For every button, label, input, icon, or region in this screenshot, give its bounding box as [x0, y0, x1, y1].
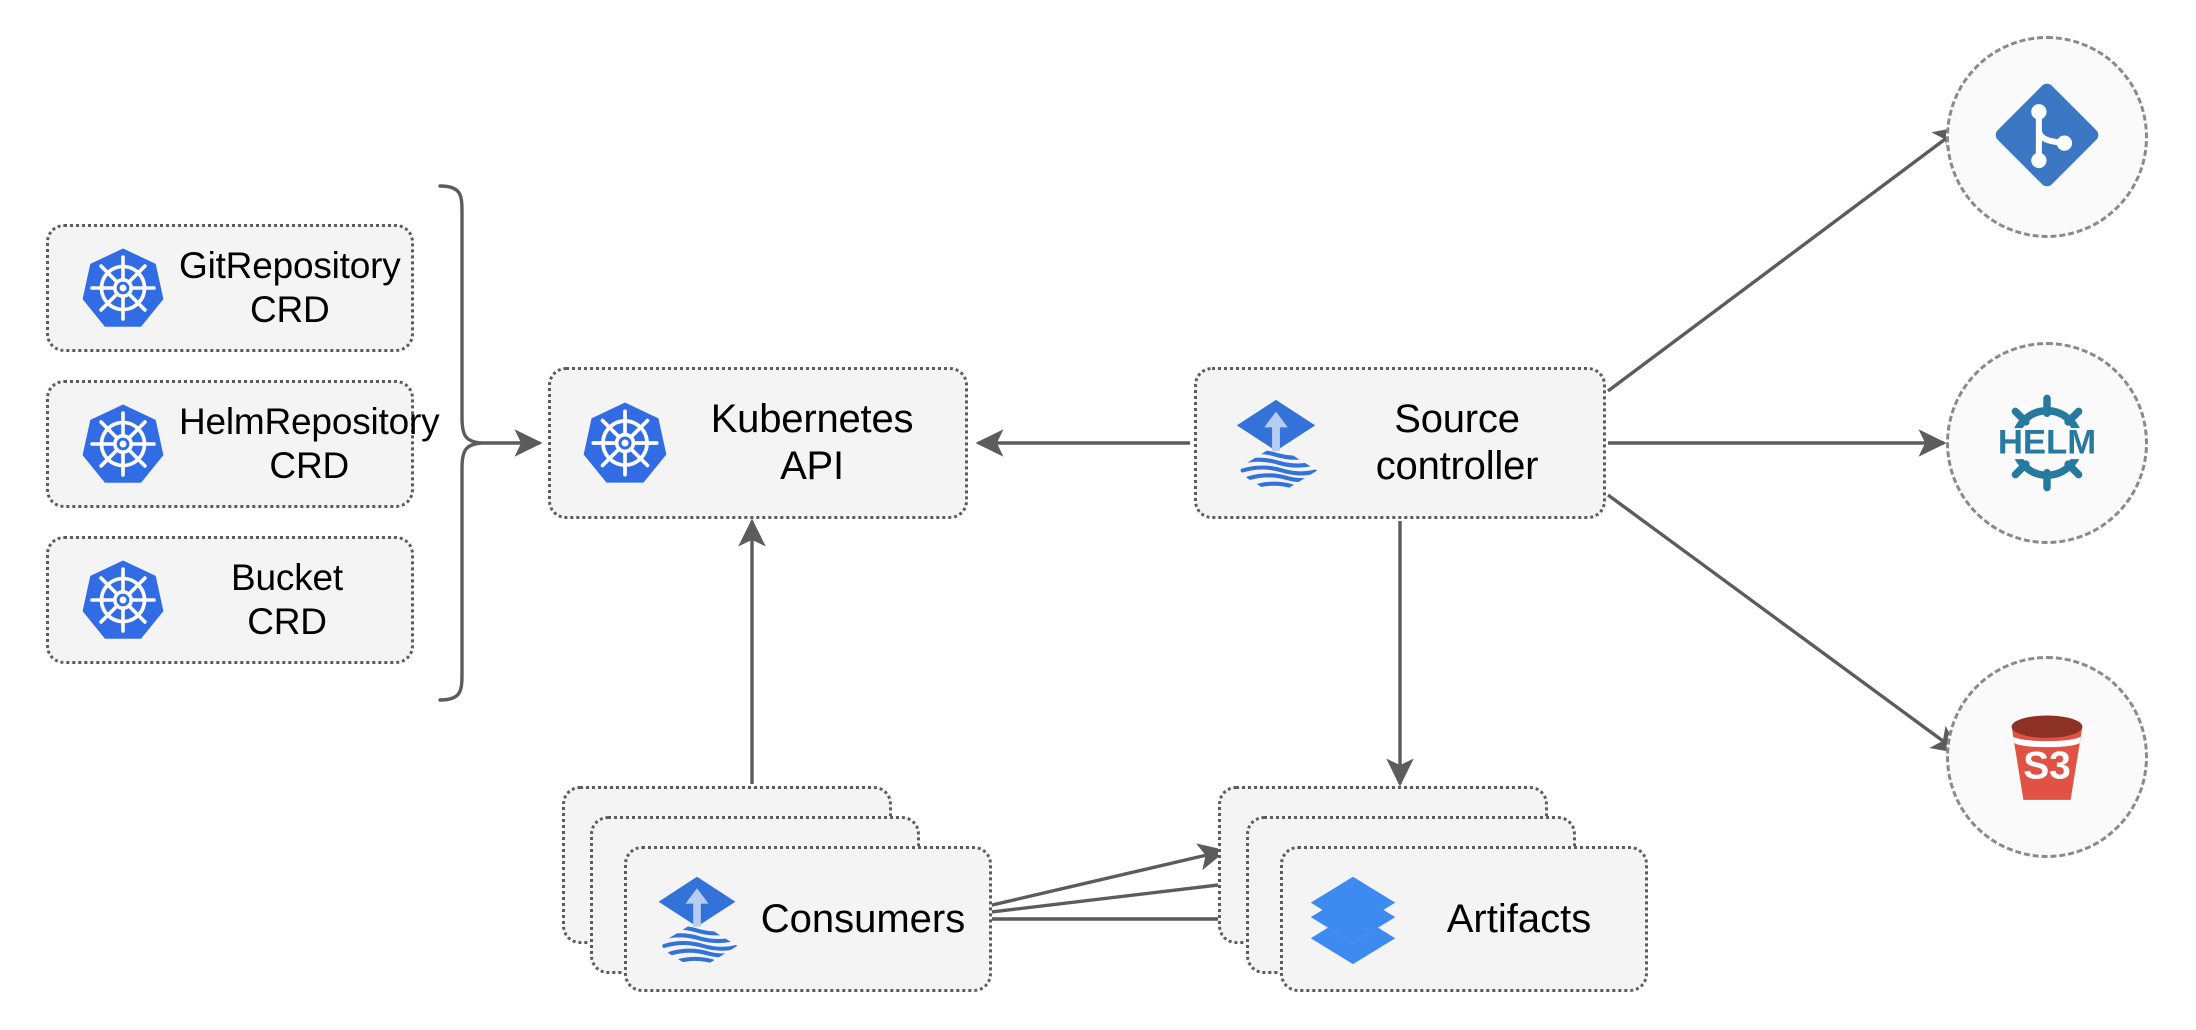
s3-icon: S3: [1988, 696, 2106, 819]
stack-layer-front[interactable]: Artifacts: [1280, 846, 1648, 992]
edge-source-to-s3: [1606, 493, 1961, 754]
kubernetes-icon: [67, 245, 179, 331]
kubernetes-icon: [573, 399, 677, 487]
node-label: Source controller: [1375, 396, 1539, 488]
helm-icon: HELM: [1985, 381, 2109, 505]
flux-icon: [1221, 394, 1331, 492]
s3-wordmark: S3: [2023, 744, 2071, 787]
flux-icon: [643, 871, 751, 967]
node-gitrepository-crd[interactable]: GitRepository CRD: [46, 224, 414, 352]
layers-icon: [1299, 871, 1407, 967]
node-label: GitRepository CRD: [179, 245, 401, 330]
node-artifacts-stack[interactable]: Artifacts: [1218, 786, 1648, 992]
node-label: Kubernetes API: [710, 396, 914, 488]
node-label: HelmRepository CRD: [179, 401, 440, 486]
node-kubernetes-api[interactable]: Kubernetes API: [548, 367, 968, 519]
node-label: Consumers: [760, 896, 966, 941]
node-source-controller[interactable]: Source controller: [1194, 367, 1606, 519]
external-s3-bucket[interactable]: S3: [1946, 656, 2148, 858]
node-bucket-crd[interactable]: Bucket CRD: [46, 536, 414, 664]
kubernetes-icon: [67, 557, 179, 643]
kubernetes-icon: [67, 401, 179, 487]
external-helm-repository[interactable]: HELM: [1946, 342, 2148, 544]
git-icon: [1989, 77, 2105, 198]
edge-source-to-git: [1606, 126, 1963, 393]
stack-layer-front[interactable]: Consumers: [624, 846, 992, 992]
node-label: Artifacts: [1446, 896, 1592, 941]
node-consumers-stack[interactable]: Consumers: [562, 786, 992, 992]
external-git-repository[interactable]: [1946, 36, 2148, 238]
helm-wordmark: HELM: [1998, 424, 2096, 462]
node-label: Bucket CRD: [231, 557, 343, 642]
node-helmrepository-crd[interactable]: HelmRepository CRD: [46, 380, 440, 508]
